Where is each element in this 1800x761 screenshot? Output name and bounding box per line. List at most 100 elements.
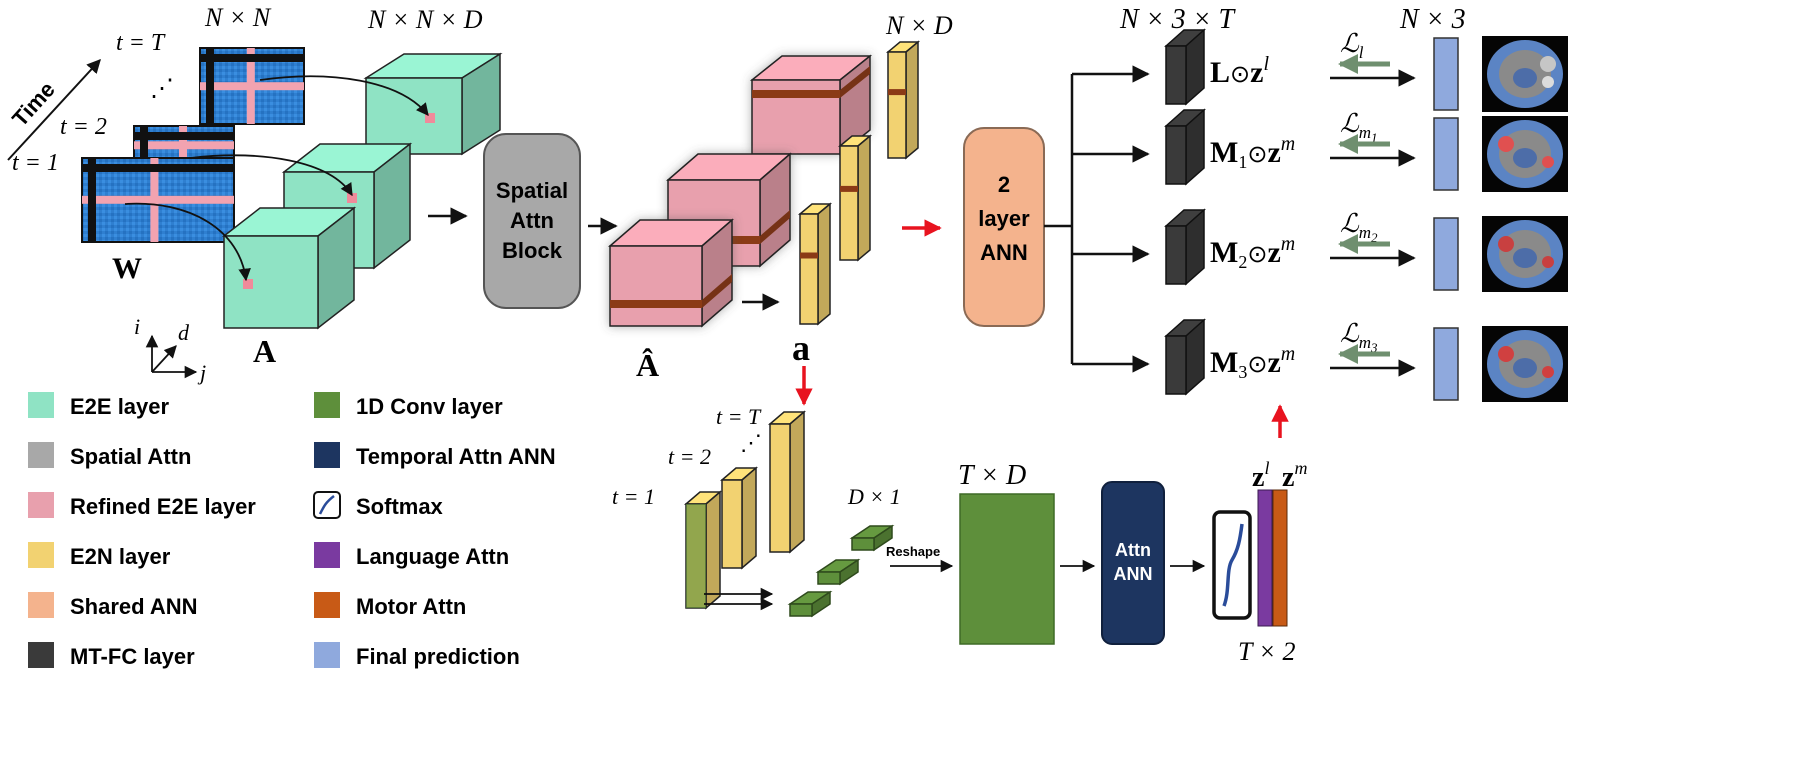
t-1-label: t = 1 [12, 150, 59, 176]
e2n-stripe [888, 89, 906, 96]
txd-feature-map [959, 493, 1055, 645]
attn-ann-line1: Attn [1115, 540, 1151, 560]
brain-map-image [1482, 36, 1568, 112]
e2e-cube [363, 52, 503, 156]
refined-e2e-cube [749, 54, 873, 156]
ann-line1: 2 [998, 172, 1010, 197]
nxnxd-label: N × N × D [367, 5, 483, 34]
legend-item: E2N layer [28, 542, 171, 569]
branch-lines [1044, 74, 1074, 364]
legend-swatch [28, 592, 54, 618]
e2n-vector [885, 40, 921, 160]
txd-label: T × D [958, 460, 1026, 491]
spatial-block-line2: Attn [510, 208, 554, 233]
head-formula: M2⊙zm [1210, 233, 1295, 272]
conv1d-block [815, 558, 861, 586]
connectivity-matrix [199, 47, 305, 125]
legend-swatch [28, 392, 54, 418]
dx1-label: D × 1 [847, 484, 901, 509]
legend-label: Refined E2E layer [70, 494, 256, 519]
legend-item: Refined E2E layer [28, 492, 256, 519]
legend-swatch [28, 442, 54, 468]
legend-label: E2N layer [70, 544, 171, 569]
b-t-1-label: t = 1 [612, 484, 655, 509]
A-hat-label: Â [636, 347, 659, 383]
b-t-T-label: t = T [716, 404, 762, 429]
legend-item: Spatial Attn [28, 442, 191, 469]
language-attn-column [1257, 489, 1273, 627]
legend-item: E2E layer [28, 392, 170, 419]
e2n-vector [837, 134, 873, 262]
final-prediction-bar [1433, 327, 1459, 401]
brain-map-image [1482, 116, 1568, 192]
final-prediction-bar [1433, 217, 1459, 291]
legend-item: Temporal Attn ANN [314, 442, 556, 469]
temporal-e2n-vector [719, 466, 759, 570]
dots-label: ⋰ [150, 76, 174, 102]
legend-label: Language Attn [356, 544, 509, 569]
mt-fc-layer [1164, 208, 1206, 286]
loss-label: ℒm2 [1340, 209, 1378, 245]
time-axis: Time [7, 58, 101, 161]
legend-label: Shared ANN [70, 594, 198, 619]
legend-item: Motor Attn [314, 592, 466, 619]
W-label: W [112, 252, 142, 285]
legend-item: Language Attn [314, 542, 509, 569]
legend-label: 1D Conv layer [356, 394, 503, 419]
loss-label: ℒl [1340, 29, 1364, 62]
tx2-label: T × 2 [1238, 637, 1296, 666]
axis-d-label: d [178, 320, 190, 345]
loss-label: ℒm3 [1340, 319, 1378, 355]
legend-label: Temporal Attn ANN [356, 444, 556, 469]
legend-label: MT-FC layer [70, 644, 195, 669]
zm-label: zm [1282, 458, 1307, 493]
nxd-label: N × D [885, 11, 953, 40]
head-formula: M3⊙zm [1210, 343, 1295, 382]
refined-stripe [752, 90, 840, 98]
e2n-stripe [800, 252, 818, 259]
legend-label: Softmax [356, 494, 444, 519]
head-formula: L⊙zl [1210, 53, 1269, 89]
mapping-arrows [124, 75, 429, 282]
legend-swatch [314, 392, 340, 418]
t-T-label: t = T [116, 30, 166, 56]
time-axis-label: Time [7, 77, 60, 132]
a-label: a [792, 328, 810, 368]
loss-label: ℒm1 [1340, 109, 1378, 145]
refined-e2e-cube [607, 218, 735, 328]
motor-attn-column [1272, 489, 1288, 627]
legend-item: Final prediction [314, 642, 520, 669]
A-label: A [253, 333, 276, 369]
conv1d-block [849, 524, 895, 552]
axis-j-label: j [197, 360, 206, 385]
reshape-label: Reshape [886, 544, 940, 559]
temporal-e2n-vector [683, 490, 723, 610]
final-prediction-bar [1433, 37, 1459, 111]
zl-label: zl [1252, 458, 1269, 493]
final-prediction-bar [1433, 117, 1459, 191]
e2e-cube [221, 206, 357, 330]
e2e-element-marker [425, 113, 435, 123]
mt-fc-layer [1164, 108, 1206, 186]
brain-map-image [1482, 326, 1568, 402]
shared-ann-block: 2 layer ANN [963, 127, 1045, 327]
legend-item: Shared ANN [28, 592, 198, 619]
legend-label: Final prediction [356, 644, 520, 669]
legend-swatch [314, 592, 340, 618]
legend-item: MT-FC layer [28, 642, 195, 669]
spatial-block-line3: Block [502, 238, 563, 263]
legend-swatch [28, 642, 54, 668]
b-t-2-label: t = 2 [668, 444, 711, 469]
brain-map-image [1482, 216, 1568, 292]
nx3-label: N × 3 [1399, 4, 1466, 35]
legend-swatch [314, 542, 340, 568]
refined-stripe [610, 300, 702, 308]
e2e-element-marker [347, 193, 357, 203]
legend-swatch [28, 542, 54, 568]
spatial-block-line1: Spatial [496, 178, 568, 203]
connectivity-matrix [81, 157, 235, 243]
legend-label: Motor Attn [356, 594, 466, 619]
attn-ann-line2: ANN [1114, 564, 1153, 584]
